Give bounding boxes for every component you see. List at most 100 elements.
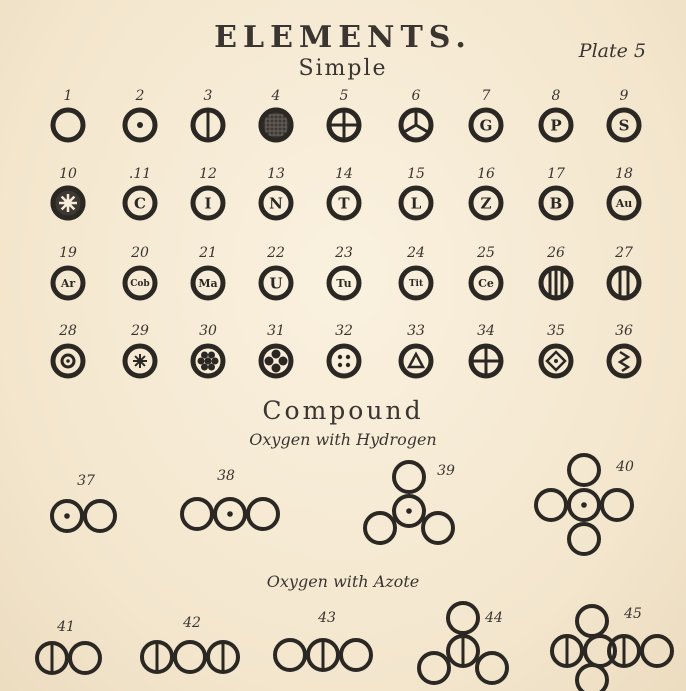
- element-letter: G: [480, 116, 493, 134]
- element-number: 21: [199, 245, 217, 261]
- element-symbol-20: Cob: [120, 263, 160, 303]
- element-symbol-33: [396, 341, 436, 381]
- element-letter: B: [550, 194, 563, 212]
- element-symbol-13: N: [256, 183, 296, 223]
- element-letter: L: [411, 194, 422, 212]
- element-symbol-6: [396, 105, 436, 145]
- element-number: 36: [615, 323, 633, 339]
- element-number: 18: [615, 166, 633, 182]
- element-symbol-3: [188, 105, 228, 145]
- element-symbol-2: [120, 105, 160, 145]
- element-number: 14: [335, 166, 353, 182]
- element-number: 30: [199, 323, 217, 339]
- element-number: 27: [615, 245, 633, 261]
- compound-number: 38: [217, 468, 235, 484]
- element-number: 24: [407, 245, 425, 261]
- element-number: 29: [131, 323, 149, 339]
- element-number: 8: [551, 88, 561, 104]
- element-number: 19: [59, 245, 77, 261]
- element-number: 23: [335, 245, 353, 261]
- compound-number: 45: [624, 606, 642, 622]
- section-subtitle-oxygen-azote: Oxygen with Azote: [266, 572, 420, 591]
- compound-number: 42: [183, 615, 201, 631]
- element-number: 20: [131, 245, 149, 261]
- section-title-compound: Compound: [262, 396, 424, 425]
- element-symbol-21: Ma: [188, 263, 228, 303]
- section-title-simple: Simple: [298, 56, 388, 81]
- element-letter: Tit: [409, 279, 424, 289]
- element-number: 4: [271, 88, 281, 104]
- element-symbol-31: [256, 341, 296, 381]
- compound-number: 39: [437, 463, 455, 479]
- element-symbol-16: Z: [466, 183, 506, 223]
- element-symbol-15: L: [396, 183, 436, 223]
- element-number: 1: [63, 88, 73, 104]
- element-symbol-25: Ce: [466, 263, 506, 303]
- element-symbol-29: [120, 341, 160, 381]
- element-symbol-22: U: [256, 263, 296, 303]
- element-letter: N: [269, 194, 283, 212]
- element-number: 26: [547, 245, 565, 261]
- compound-number: 41: [57, 619, 75, 635]
- element-symbol-14: T: [324, 183, 364, 223]
- element-symbol-12: I: [188, 183, 228, 223]
- element-symbol-4: [256, 105, 296, 145]
- element-symbol-36: [604, 341, 644, 381]
- element-number: 34: [477, 323, 495, 339]
- element-number: 10: [59, 166, 77, 182]
- element-number: 25: [477, 245, 495, 261]
- element-letter: U: [269, 274, 282, 292]
- element-symbol-5: [324, 105, 364, 145]
- element-number: 3: [203, 88, 213, 104]
- compound-number: 43: [318, 610, 336, 626]
- element-symbol-32: [324, 341, 364, 381]
- element-number: 31: [267, 323, 285, 339]
- element-number: 33: [407, 323, 425, 339]
- element-letter: T: [338, 194, 350, 212]
- page-title: ELEMENTS.: [214, 20, 472, 55]
- compound-number: 44: [485, 610, 503, 626]
- element-number: 22: [267, 245, 285, 261]
- element-number: 35: [547, 323, 565, 339]
- element-number: 28: [59, 323, 77, 339]
- element-letter: Z: [481, 194, 492, 212]
- element-letter: S: [619, 116, 630, 134]
- element-symbol-18: Au: [604, 183, 644, 223]
- element-symbol-9: S: [604, 105, 644, 145]
- element-number: 17: [547, 166, 565, 182]
- compound-number: 37: [77, 473, 95, 489]
- element-symbol-17: B: [536, 183, 576, 223]
- element-symbol-27: [604, 263, 644, 303]
- element-letter: Tu: [336, 277, 351, 290]
- element-symbol-35: [536, 341, 576, 381]
- element-symbol-7: G: [466, 105, 506, 145]
- element-number: 9: [619, 88, 629, 104]
- element-letter: I: [204, 194, 211, 212]
- element-symbol-1: [48, 105, 88, 145]
- element-letter: C: [134, 194, 146, 212]
- element-letter: Ce: [478, 277, 494, 290]
- element-symbol-19: Ar: [48, 263, 88, 303]
- element-number: 16: [477, 166, 495, 182]
- element-number: 15: [407, 166, 425, 182]
- element-number: 5: [339, 88, 349, 104]
- section-subtitle-oxygen-hydrogen: Oxygen with Hydrogen: [249, 430, 437, 449]
- element-symbol-28: [48, 341, 88, 381]
- element-symbol-34: [466, 341, 506, 381]
- element-letter: Ma: [198, 277, 217, 290]
- element-symbol-10: [48, 183, 88, 223]
- element-symbol-11: C: [120, 183, 160, 223]
- compound-number: 40: [616, 459, 634, 475]
- element-number: 2: [135, 88, 145, 104]
- element-letter: Au: [615, 197, 633, 210]
- element-number: .11: [128, 166, 152, 182]
- element-letter: Ar: [60, 277, 76, 290]
- element-letter: Cob: [130, 279, 149, 289]
